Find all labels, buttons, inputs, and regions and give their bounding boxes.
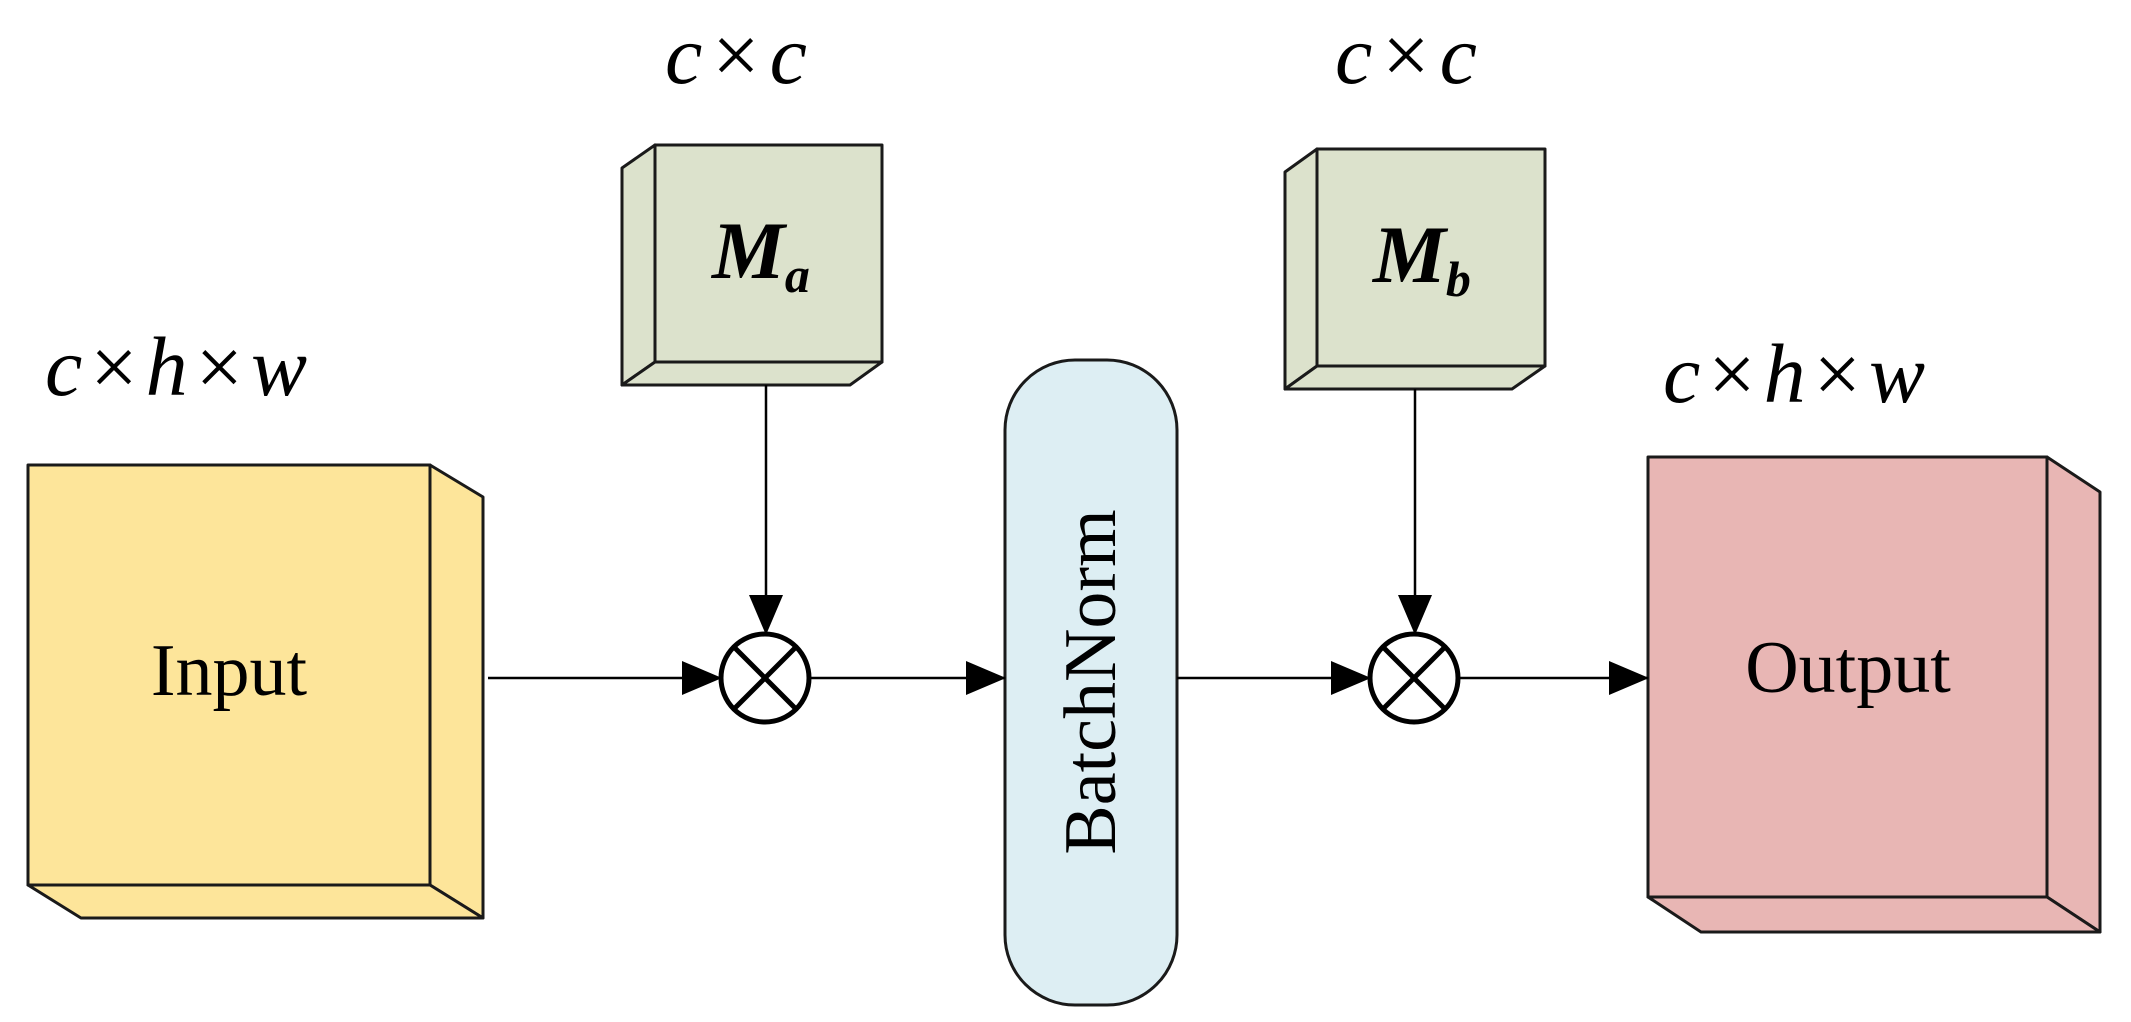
output-tensor: c×h×w Output: [1646, 328, 2102, 934]
input-tensor: Input c×h×w: [26, 321, 485, 920]
matrix-b-subscript: b: [1446, 251, 1471, 307]
input-dims-label: c×h×w: [45, 321, 307, 414]
multiply-operator-2: [1367, 631, 1461, 725]
input-cube-side: [428, 463, 485, 920]
matrix-b-dim-times: ×: [1382, 9, 1429, 102]
output-label: Output: [1745, 627, 1951, 709]
output-dim-h: h: [1764, 328, 1806, 421]
output-dims-label: c×h×w: [1663, 328, 1925, 421]
connection-arrows: [488, 385, 1649, 695]
input-dim-h: h: [146, 321, 188, 414]
matrix-a-dim-c2: c: [770, 9, 807, 102]
input-cube-bottom: [26, 883, 485, 920]
matrix-b: c×c Mb: [1283, 9, 1547, 391]
output-cube-side: [2045, 455, 2102, 934]
input-dim-w: w: [251, 321, 307, 414]
matrix-b-dims-label: c×c: [1335, 9, 1477, 102]
matrix-a-symbol: M: [710, 205, 788, 296]
matrix-b-symbol: M: [1371, 209, 1449, 300]
multiply-2-cross-icon: [1380, 644, 1448, 712]
multiply-operator-1: [718, 631, 812, 725]
matrix-a: c×c Ma: [620, 9, 884, 387]
batchnorm-block: BatchNorm: [1003, 358, 1179, 1007]
matrix-b-dim-c2: c: [1440, 9, 1477, 102]
input-dim-times-2: ×: [196, 321, 243, 414]
output-dim-w: w: [1869, 328, 1925, 421]
matrix-a-side: [620, 143, 657, 387]
matrix-b-side: [1283, 147, 1319, 391]
matrix-b-dim-c1: c: [1335, 9, 1372, 102]
multiply-1-cross-icon: [731, 644, 799, 712]
output-cube-bottom: [1646, 895, 2102, 934]
input-label: Input: [151, 630, 308, 712]
matrix-a-bottom: [620, 360, 884, 387]
input-cube-shape: [26, 463, 485, 920]
output-dim-times-2: ×: [1814, 328, 1861, 421]
input-dim-times-1: ×: [90, 321, 137, 414]
matrix-b-bottom: [1283, 364, 1547, 391]
output-dim-times-1: ×: [1708, 328, 1755, 421]
batchnorm-label: BatchNorm: [1050, 509, 1132, 854]
matrix-b-label: Mb: [1371, 209, 1471, 307]
matrix-a-label: Ma: [710, 205, 810, 303]
input-dim-c: c: [45, 321, 82, 414]
matrix-a-dim-c1: c: [665, 9, 702, 102]
matrix-a-dim-times: ×: [712, 9, 759, 102]
matrix-a-subscript: a: [785, 247, 810, 303]
output-dim-c: c: [1663, 328, 1700, 421]
matrix-a-dims-label: c×c: [665, 9, 807, 102]
